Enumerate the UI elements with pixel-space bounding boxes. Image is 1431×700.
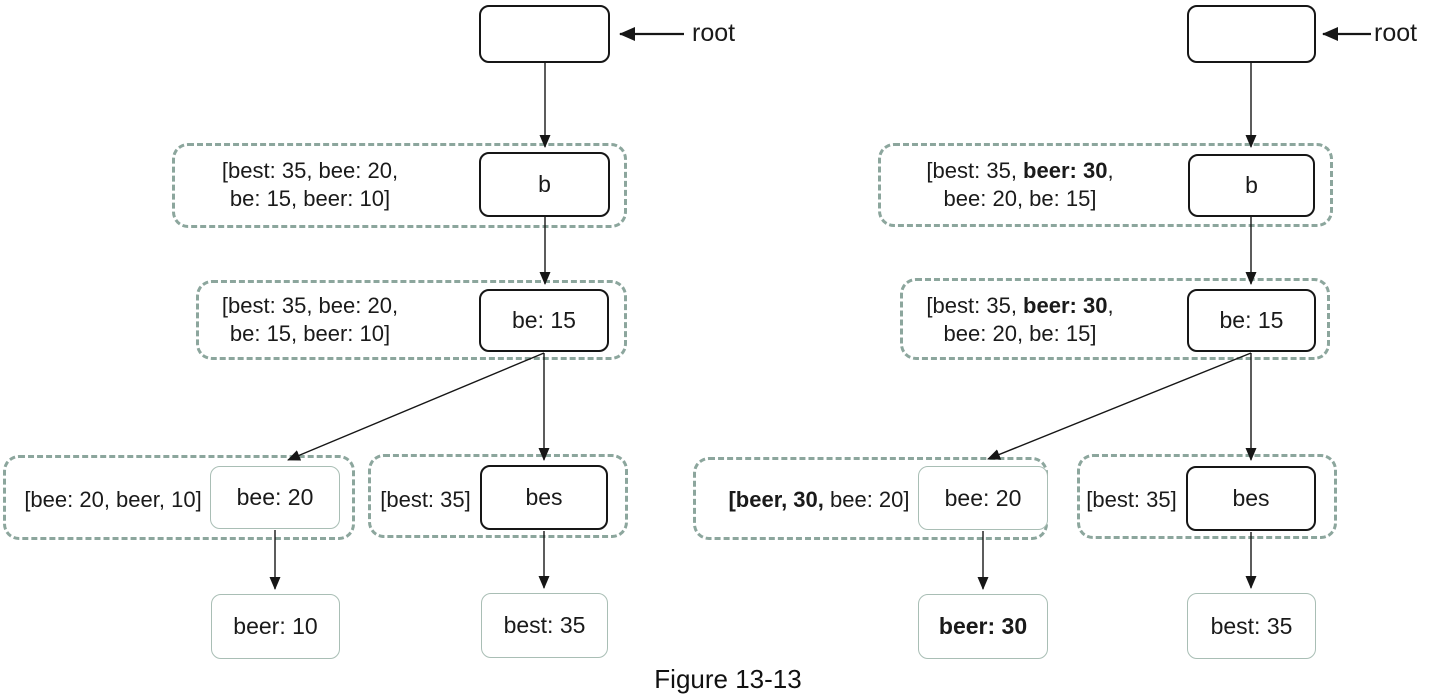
left-node-best: best: 35 (481, 593, 608, 658)
annotation-segment-bold: beer: 30 (1023, 158, 1108, 183)
left-edge-be-bee (287, 352, 545, 461)
left-node-beer: beer: 10 (211, 594, 340, 659)
right-node-be: be: 15 (1187, 289, 1316, 352)
annotation-line: be: 15, beer: 10] (229, 321, 391, 346)
right-root-node (1187, 5, 1316, 63)
left-annotation-b: [best: 35, bee: 20, be: 15, beer: 10] (180, 150, 440, 220)
annotation-line: [best: 35] (1086, 487, 1177, 512)
annotation-line: [best: 35, beer: 30, (926, 292, 1113, 320)
left-root-node (479, 5, 610, 63)
right-node-best: best: 35 (1187, 593, 1316, 659)
annotation-segment: , (1107, 158, 1114, 183)
annotation-line: [best: 35, beer: 30, (926, 157, 1113, 185)
right-edge-be-bee (987, 352, 1252, 460)
left-node-b: b (479, 152, 610, 217)
left-annotation-bee: [bee: 20, beer, 10] (13, 470, 213, 530)
annotation-line: [best: 35] (380, 487, 471, 512)
annotation-segment-bold: [beer, 30, (728, 487, 824, 512)
right-annotation-b: [best: 35, beer: 30, bee: 20, be: 15] (890, 150, 1150, 220)
left-group-bee (3, 455, 355, 540)
right-annotation-bes: [best: 35] (1079, 470, 1184, 530)
left-node-bee: bee: 20 (210, 466, 340, 529)
annotation-line: be: 15, beer: 10] (229, 186, 391, 211)
annotation-line: [beer, 30, bee: 20] (728, 486, 909, 514)
left-group-b (172, 143, 627, 228)
annotation-line: [bee: 20, beer, 10] (24, 487, 202, 512)
right-group-b (878, 143, 1333, 227)
annotation-line: bee: 20, be: 15] (943, 321, 1097, 346)
annotation-line: [best: 35, bee: 20, (221, 158, 399, 183)
right-node-bee: bee: 20 (918, 466, 1048, 530)
annotation-line: bee: 20, be: 15] (943, 186, 1097, 211)
right-root-label: root (1374, 19, 1418, 47)
left-node-bes: bes (480, 465, 608, 530)
left-root-label: root (692, 19, 736, 47)
right-node-bes: bes (1186, 466, 1316, 531)
annotation-segment: [best: 35, (926, 293, 1024, 318)
left-annotation-bes: [best: 35] (373, 470, 478, 530)
right-node-b: b (1188, 154, 1315, 217)
right-annotation-be: [best: 35, beer: 30, bee: 20, be: 15] (910, 288, 1130, 352)
left-node-be: be: 15 (479, 289, 609, 352)
annotation-segment-bold: beer: 30 (1023, 293, 1108, 318)
annotation-segment: bee: 20] (823, 487, 910, 512)
right-node-beer: beer: 30 (918, 594, 1048, 659)
right-annotation-bee: [beer, 30, bee: 20] (709, 470, 929, 530)
annotation-line: [best: 35, bee: 20, (221, 293, 399, 318)
figure-caption: Figure 13-13 (654, 664, 802, 694)
annotation-segment: , (1107, 293, 1114, 318)
annotation-segment: [best: 35, (926, 158, 1024, 183)
left-annotation-be: [best: 35, bee: 20, be: 15, beer: 10] (200, 288, 420, 352)
